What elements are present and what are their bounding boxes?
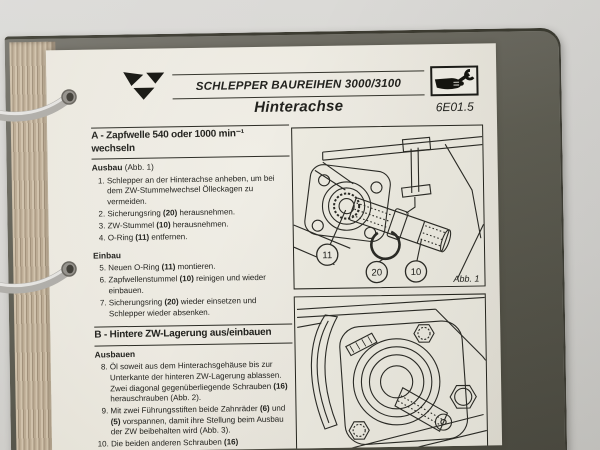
step-item: O-Ring (11) entfernen. [108,231,291,244]
step-item: Die beiden anderen Schrauben (16) heraus… [111,437,294,450]
tool-icon-box [430,65,479,97]
step-item: ZW-Stummel (10) herausnehmen. [108,218,291,231]
callout-label: 11 [322,250,332,261]
group-heading: Ausbauen [94,348,136,360]
callout-circle [365,260,389,284]
page-title: Hinterachse [254,97,344,117]
left-column: A - Zapfwelle 540 oder 1000 min⁻¹ wechse… [91,124,295,450]
step-item: Mit zwei Führungsstiften beide Zahnräder… [110,404,293,439]
series-title: SCHLEPPER BAUREIHEN 3000/3100 [195,77,402,93]
step-list: Schlepper an der Hinterachse anheben, um… [92,173,291,244]
binder-ring-bottom [0,261,77,294]
section-code: 6E01.5 [435,99,474,115]
group-heading: Einbau [92,249,122,261]
step-item: Öl soweit aus dem Hinterachsgehäuse bis … [110,360,294,405]
figure-caption: Abb. 1 [453,273,480,284]
step-item: Zapfwellenstummel (10) reinigen und wied… [108,273,291,297]
manual-page: SCHLEPPER BAUREIHEN 3000/3100 Hinterachs… [45,43,503,450]
callout-label: 10 [411,267,422,278]
step-item: Neuen O-Ring (11) montieren. [108,261,291,274]
step-item: Schlepper an der Hinterachse anheben, um… [107,173,290,208]
triple-triangle-logo [123,72,165,100]
series-title-block: SCHLEPPER BAUREIHEN 3000/3100 [172,70,425,100]
step-list: Neuen O-Ring (11) montieren.Zapfwellenst… [93,261,292,320]
section-A-title: A - Zapfwelle 540 oder 1000 min⁻¹ wechse… [91,124,290,160]
callout-label: 20 [371,267,382,278]
pto-bearing-housing-drawing [296,296,488,450]
rear-axle-pto-stub-drawing: 11 20 10 [293,135,485,284]
figure-abb-2 [293,293,489,450]
step-item: Sicherungsring (20) herausnehmen. [107,206,290,219]
callout-circle [404,260,428,283]
step-list: Öl soweit aus dem Hinterachsgehäuse bis … [95,360,295,450]
group-heading: Ausbau (Abb. 1) [91,162,154,173]
hand-wrench-icon [434,69,475,90]
figure-abb-1: 11 20 10 Abb. 1 [291,124,486,290]
callout-circle [316,243,339,266]
section-B-title: B - Hintere ZW-Lagerung aus/einbauen [94,323,293,347]
step-item: Sicherungsring (20) wieder einsetzen und… [109,296,292,320]
binder-ring-top [0,89,77,122]
